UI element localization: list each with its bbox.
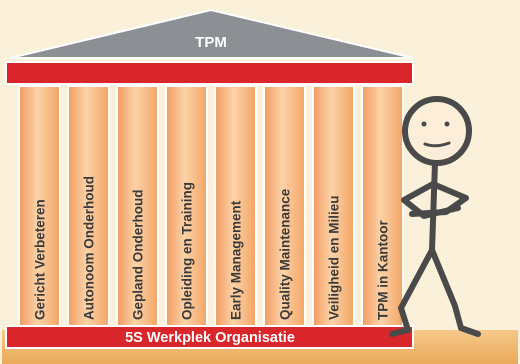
figure-arm-right (409, 181, 469, 217)
pillar-label-3: Gepland Onderhoud (131, 190, 146, 321)
figure-foot-left (389, 327, 411, 337)
pillar-label-4: Opleiding en Training (180, 182, 195, 320)
pillar-2 (67, 85, 110, 327)
pillar-4 (165, 85, 208, 327)
pillar-label-1: Gericht Verbeteren (33, 199, 48, 320)
pillars-group: Gericht Verbeteren Autonoom Onderhoud Gepl… (18, 85, 404, 327)
pillar-label-8: TPM in Kantoor (376, 220, 391, 320)
stick-figure-icon (389, 96, 481, 337)
figure-mouth (423, 141, 451, 148)
roof-title: TPM (195, 34, 227, 51)
pillar-label-5: Early Management (229, 200, 244, 320)
pillar-3 (116, 85, 159, 327)
top-beam (5, 61, 414, 85)
figure-eye-right (444, 121, 450, 127)
pillar-label-7: Veiligheid en Milieu (327, 195, 342, 320)
figure-eye-left (421, 121, 427, 127)
figure-body (429, 160, 438, 253)
pillar-1 (18, 85, 61, 327)
pillar-7 (312, 85, 355, 327)
pillar-5 (214, 85, 257, 327)
figure-leg-right (429, 247, 464, 331)
pillar-label-6: Quality Maintenance (278, 188, 293, 320)
figure-head (402, 96, 472, 166)
base-label: 5S Werkplek Organisatie (125, 330, 295, 346)
roof (9, 8, 414, 59)
pillar-6 (263, 85, 306, 327)
figure-foot-right (458, 325, 481, 337)
figure-leg-left (398, 247, 435, 333)
base-beam (5, 325, 414, 349)
pillar-label-2: Autonoom Onderhoud (82, 176, 97, 320)
